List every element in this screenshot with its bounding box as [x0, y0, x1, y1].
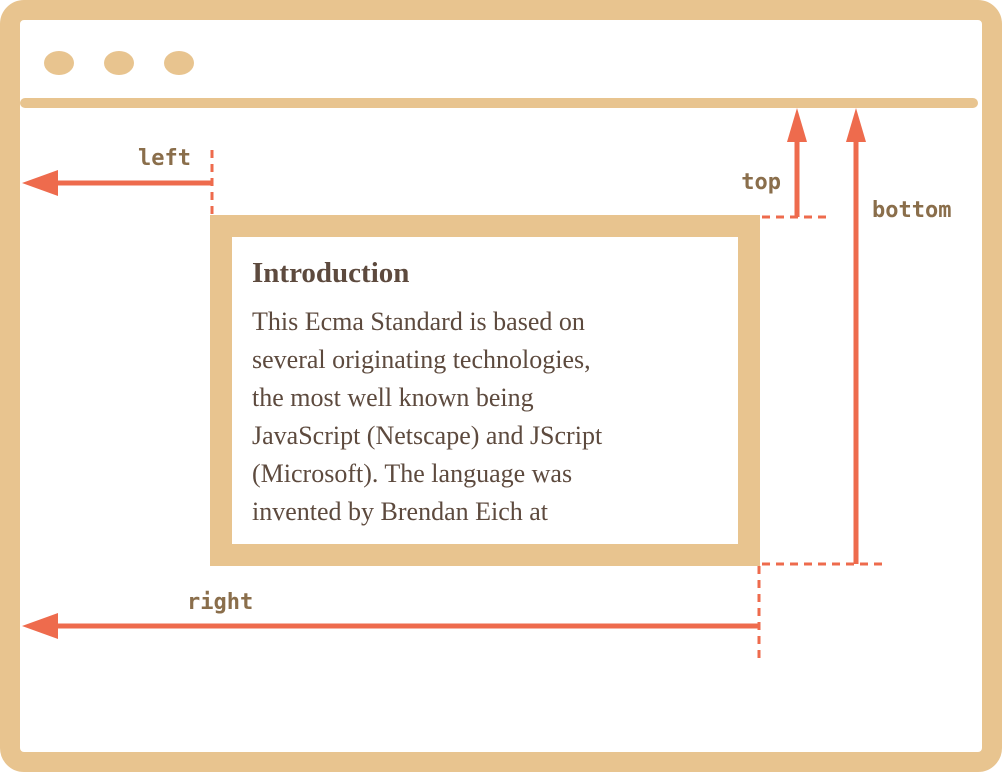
bottom-label: bottom — [872, 198, 951, 223]
element-content: Introduction This Ecma Standard is based… — [232, 237, 738, 531]
body-line-4: JavaScript (Netscape) and JScript — [252, 421, 603, 450]
element-title: Introduction — [252, 257, 410, 289]
left-arrow-head — [22, 170, 58, 196]
bottom-arrow-head — [846, 108, 866, 142]
top-arrow-head — [787, 108, 807, 142]
body-line-3: the most well known being — [252, 383, 534, 412]
toolbar-divider — [20, 98, 978, 108]
body-line-1: This Ecma Standard is based on — [252, 307, 585, 336]
body-line-2: several originating technologies, — [252, 345, 591, 374]
right-label: right — [187, 590, 253, 615]
window-control-dot-3[interactable] — [164, 51, 194, 75]
right-arrow-head — [22, 613, 58, 639]
left-label: left — [138, 146, 191, 171]
element-box: Introduction This Ecma Standard is based… — [210, 215, 760, 566]
body-line-6: invented by Brendan Eich at — [252, 497, 549, 526]
window-control-dot-1[interactable] — [44, 51, 74, 75]
top-label: top — [741, 170, 781, 195]
element-body-text: This Ecma Standard is based on several o… — [252, 303, 720, 531]
window-control-dot-2[interactable] — [104, 51, 134, 75]
body-line-5: (Microsoft). The language was — [252, 459, 573, 488]
